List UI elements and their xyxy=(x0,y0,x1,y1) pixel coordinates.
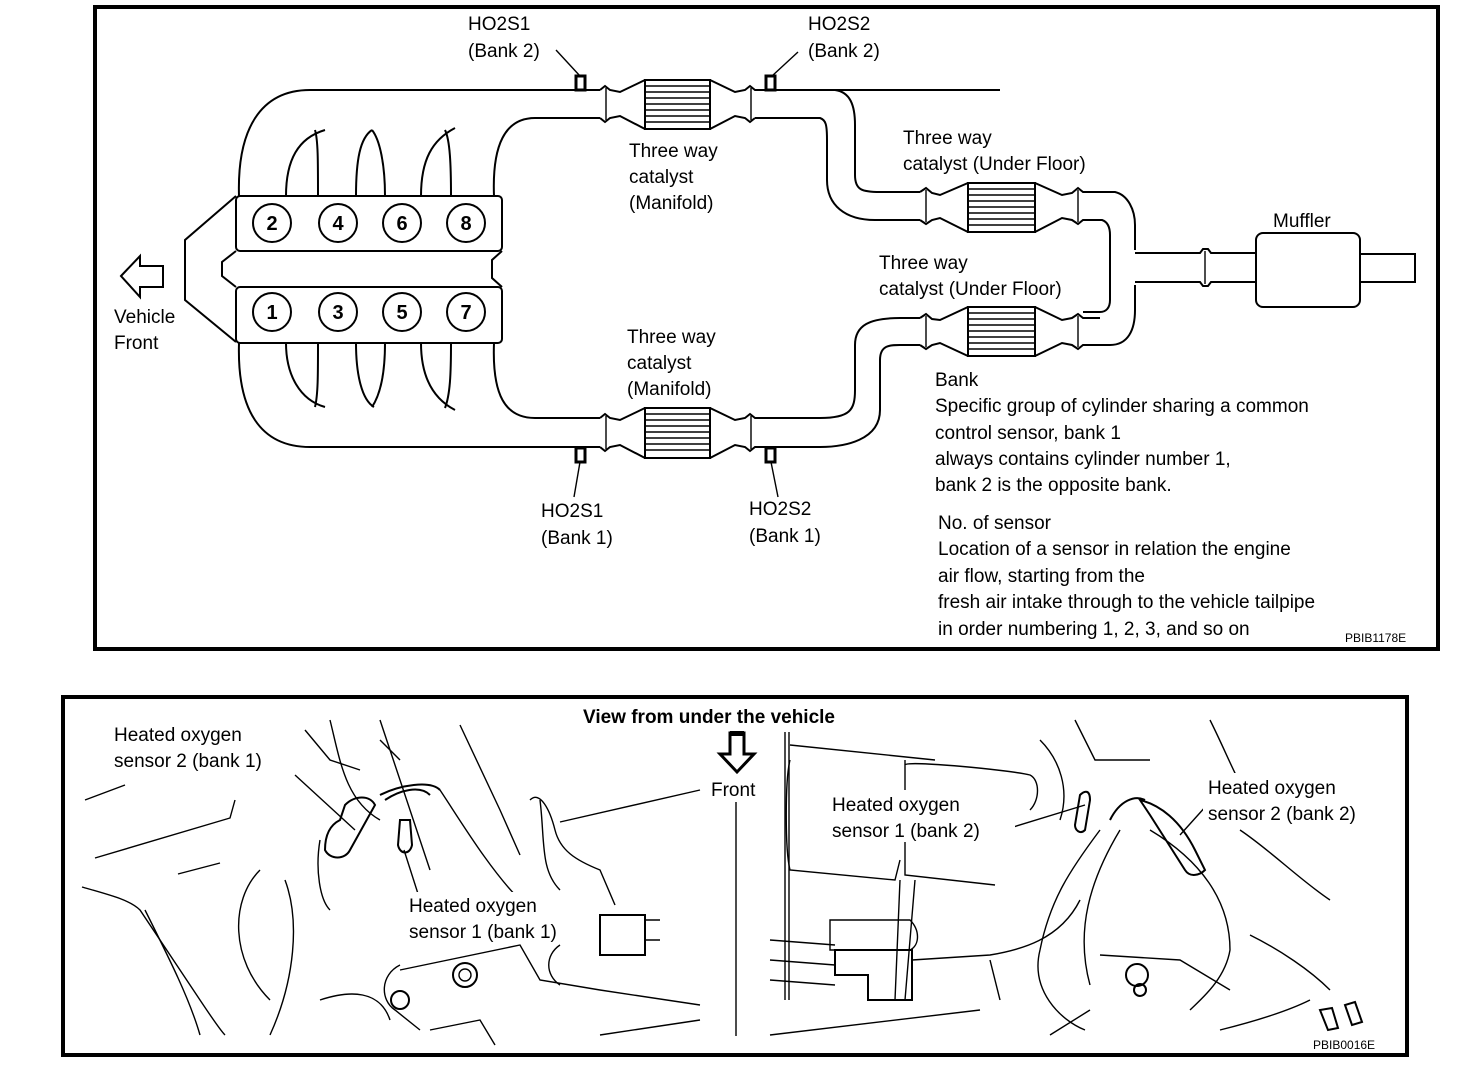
cylinder-number: 7 xyxy=(460,302,471,324)
leader-line xyxy=(1179,804,1208,836)
sensor1-bank2-label: Heated oxygen xyxy=(832,795,960,816)
sensor-number-definition: No. of sensor Location of a sensor in re… xyxy=(938,513,1315,640)
catalyst-label: Three way xyxy=(879,253,968,274)
sensor-bank-label: (Bank 1) xyxy=(541,528,613,549)
exhaust-manifold-bank-1 xyxy=(237,342,600,448)
definition-line: always contains cylinder number 1, xyxy=(935,449,1231,470)
exhaust-layout-diagram: Vehicle Front 2 4 6 8 1 3 xyxy=(93,5,1440,651)
muffler-label: Muffler xyxy=(1273,211,1331,232)
engine-block xyxy=(184,195,503,344)
sensor-label: HO2S2 xyxy=(808,14,870,35)
bank-2-illustration xyxy=(769,719,1364,1036)
bank-1-illustration xyxy=(81,719,701,1046)
sensor-ho2s2-bank1: HO2S2 (Bank 1) xyxy=(749,446,821,547)
leader-line xyxy=(403,849,421,901)
catalyst-label: catalyst (Under Floor) xyxy=(879,279,1062,300)
cylinder-3 xyxy=(318,292,358,332)
sensor-location-illustration: View from under the vehicle Front xyxy=(61,695,1409,1057)
bottom-panel-frame xyxy=(61,695,1409,1057)
catalyst-label: Three way xyxy=(629,141,718,162)
sensor2-bank1-label: sensor 2 (bank 1) xyxy=(114,751,262,772)
figure-code: PBIB0016E xyxy=(1313,1038,1375,1052)
label-bg xyxy=(1203,773,1393,825)
sensor-icon xyxy=(574,446,587,464)
catalyst-manifold-bank-1 xyxy=(599,317,920,459)
cylinder-6 xyxy=(382,203,422,243)
label-bg xyxy=(404,892,592,944)
top-panel-frame xyxy=(93,5,1440,651)
exhaust-pipe-bank-2 xyxy=(755,89,920,193)
sensor-bank-label: (Bank 2) xyxy=(468,41,540,62)
front-arrow-icon xyxy=(716,731,758,775)
definition-line: Location of a sensor in relation the eng… xyxy=(938,539,1291,560)
cylinders-bank-1: 1 3 5 7 xyxy=(252,292,486,332)
catalyst-manifold-bank-2 xyxy=(599,79,1000,130)
catalyst-label: (Manifold) xyxy=(627,379,711,400)
definition-title: No. of sensor xyxy=(938,513,1052,534)
vehicle-front-label-1: Vehicle xyxy=(114,307,175,328)
definition-line: bank 2 is the opposite bank. xyxy=(935,475,1172,496)
cylinder-4 xyxy=(318,203,358,243)
label-bg xyxy=(825,790,1015,842)
sensor-ho2s1-bank2: HO2S1 (Bank 2) xyxy=(468,14,587,92)
cylinder-2 xyxy=(252,203,292,243)
sensor-label: HO2S2 xyxy=(749,499,811,520)
muffler xyxy=(1255,232,1361,308)
figure-code: PBIB1178E xyxy=(1345,631,1406,645)
catalyst-label: catalyst xyxy=(627,353,692,374)
label-bg xyxy=(108,720,298,772)
catalyst-underfloor-bank-1 xyxy=(919,285,1136,357)
cylinder-number: 5 xyxy=(396,302,407,324)
sensor-label: HO2S1 xyxy=(468,14,530,35)
cylinder-number: 6 xyxy=(396,213,407,235)
sensor-icon xyxy=(764,446,777,464)
tail-pipe xyxy=(1135,248,1416,287)
vehicle-front-arrow-icon xyxy=(119,253,164,300)
sensor-label: HO2S1 xyxy=(541,501,603,522)
leader-line xyxy=(294,774,356,831)
vehicle-front-label-2: Front xyxy=(114,333,159,354)
cylinder-8 xyxy=(446,203,486,243)
catalyst-label: Three way xyxy=(903,128,992,149)
sensor2-bank1-label: Heated oxygen xyxy=(114,725,242,746)
cylinder-number: 3 xyxy=(332,302,343,324)
view-title: View from under the vehicle xyxy=(583,707,835,728)
cylinder-7 xyxy=(446,292,486,332)
catalyst-underfloor-bank-2 xyxy=(919,182,1136,313)
sensor-icon xyxy=(574,74,587,92)
sensor-bank-label: (Bank 2) xyxy=(808,41,880,62)
front-label: Front xyxy=(711,780,756,801)
definition-line: Specific group of cylinder sharing a com… xyxy=(935,396,1309,417)
cylinders-bank-2: 2 4 6 8 xyxy=(252,203,486,243)
sensor-ho2s2-bank2: HO2S2 (Bank 2) xyxy=(764,14,880,92)
sensor-ho2s1-bank1: HO2S1 (Bank 1) xyxy=(541,446,613,549)
catalyst-label: catalyst (Under Floor) xyxy=(903,154,1086,175)
definition-title: Bank xyxy=(935,370,979,391)
cylinder-1 xyxy=(252,292,292,332)
catalyst-label: (Manifold) xyxy=(629,193,713,214)
exhaust-pipe-bank-2 xyxy=(755,117,920,221)
cylinder-number: 1 xyxy=(266,302,277,324)
cylinder-5 xyxy=(382,292,422,332)
sensor1-bank1-label: sensor 1 (bank 1) xyxy=(409,922,557,943)
catalyst-label: catalyst xyxy=(629,167,694,188)
sensor2-bank2-label: sensor 2 (bank 2) xyxy=(1208,804,1356,825)
sensor1-bank1-label: Heated oxygen xyxy=(409,896,537,917)
cylinder-number: 2 xyxy=(266,213,277,235)
leader-line xyxy=(1009,804,1086,829)
catalyst-label: Three way xyxy=(627,327,716,348)
sensor2-bank2-label: Heated oxygen xyxy=(1208,778,1336,799)
cylinder-number: 4 xyxy=(332,213,344,235)
definition-line: fresh air intake through to the vehicle … xyxy=(938,592,1315,613)
sensor-bank-label: (Bank 1) xyxy=(749,526,821,547)
definition-line: in order numbering 1, 2, 3, and so on xyxy=(938,619,1250,640)
bank-definition: Bank Specific group of cylinder sharing … xyxy=(935,370,1309,496)
definition-line: air flow, starting from the xyxy=(938,566,1145,587)
sensor-icon xyxy=(764,74,777,92)
exhaust-manifold-bank-2 xyxy=(237,89,600,197)
definition-line: control sensor, bank 1 xyxy=(935,423,1121,444)
sensor1-bank2-label: sensor 1 (bank 2) xyxy=(832,821,980,842)
cylinder-number: 8 xyxy=(460,213,471,235)
